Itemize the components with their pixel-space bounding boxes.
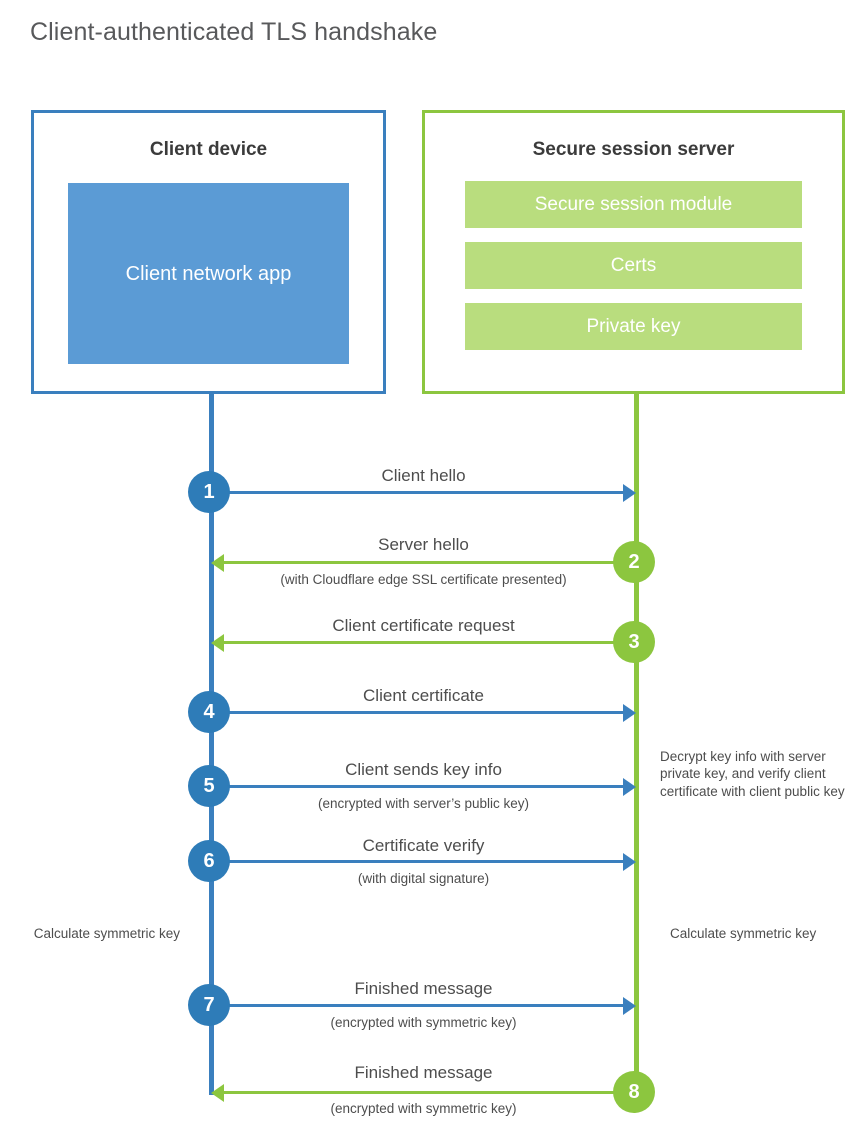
step-3-circle: 3 (613, 621, 655, 663)
secure-session-server-title: Secure session server (532, 139, 735, 160)
step-5-circle: 5 (188, 765, 230, 807)
step-2-label: Server hello (378, 535, 469, 554)
step-1-arrow-head-right-icon (623, 483, 636, 502)
step-6-number: 6 (203, 849, 215, 872)
client-network-app-label: Client network app (125, 262, 292, 285)
server-component-label: Secure session module (534, 193, 733, 215)
step-1-arrow-line (211, 491, 623, 494)
step-5-number: 5 (203, 774, 215, 797)
step-7-circle: 7 (188, 984, 230, 1026)
step-8-arrow-head-left-icon (211, 1083, 224, 1102)
step-6-arrow-line (211, 860, 623, 863)
step-7-sublabel: (encrypted with symmetric key) (330, 1015, 517, 1030)
step-8-number: 8 (628, 1080, 640, 1103)
step-6-label: Certificate verify (362, 836, 485, 855)
step-4-label: Client certificate (363, 686, 484, 705)
step-8-label: Finished message (354, 1063, 493, 1082)
step-2-circle: 2 (613, 541, 655, 583)
step-3-label: Client certificate request (332, 616, 515, 635)
step-6-circle: 6 (188, 840, 230, 882)
server-components-list: Secure session module Certs Private key (465, 181, 802, 364)
step-4-number: 4 (203, 700, 215, 723)
step-6-sublabel: (with digital signature) (357, 871, 490, 886)
server-component-secure-session-module: Secure session module (465, 181, 802, 228)
step-5-sublabel: (encrypted with server’s public key) (317, 796, 530, 811)
step-1-label: Client hello (381, 466, 466, 485)
client-device-title: Client device (149, 139, 268, 160)
client-device-box: Client device Client network app (31, 110, 386, 394)
step-3-arrow-line (224, 641, 636, 644)
secure-session-server-box: Secure session server Secure session mod… (422, 110, 845, 394)
step-1-circle: 1 (188, 471, 230, 513)
step-2-sublabel: (with Cloudflare edge SSL certificate pr… (280, 572, 567, 587)
step-5-arrow-head-right-icon (623, 777, 636, 796)
server-decrypt-annotation: Decrypt key info with server private key… (660, 749, 845, 799)
server-lifeline (634, 393, 639, 1095)
client-network-app-box: Client network app (68, 183, 349, 364)
step-7-number: 7 (203, 993, 215, 1016)
server-component-label: Private key (586, 315, 681, 337)
step-7-label: Finished message (354, 979, 493, 998)
step-6-arrow-head-right-icon (623, 852, 636, 871)
step-2-number: 2 (628, 550, 640, 573)
step-2-arrow-head-left-icon (211, 553, 224, 572)
client-lifeline (209, 393, 214, 1095)
step-3-arrow-head-left-icon (211, 633, 224, 652)
step-8-sublabel: (encrypted with symmetric key) (330, 1101, 517, 1116)
step-8-arrow-line (224, 1091, 636, 1094)
step-4-circle: 4 (188, 691, 230, 733)
step-4-arrow-head-right-icon (623, 703, 636, 722)
step-4-arrow-line (211, 711, 623, 714)
step-5-arrow-line (211, 785, 623, 788)
step-8-circle: 8 (613, 1071, 655, 1113)
step-7-arrow-head-right-icon (623, 996, 636, 1015)
step-3-number: 3 (628, 630, 640, 653)
step-5-label: Client sends key info (345, 760, 502, 779)
server-component-private-key: Private key (465, 303, 802, 350)
step-1-number: 1 (203, 480, 215, 503)
server-component-certs: Certs (465, 242, 802, 289)
server-component-label: Certs (610, 254, 657, 276)
server-calculate-symmetric-key-note: Calculate symmetric key (670, 926, 817, 941)
client-calculate-symmetric-key-note: Calculate symmetric key (33, 926, 180, 941)
page-title: Client-authenticated TLS handshake (30, 18, 438, 46)
step-2-arrow-line (224, 561, 636, 564)
step-7-arrow-line (211, 1004, 623, 1007)
